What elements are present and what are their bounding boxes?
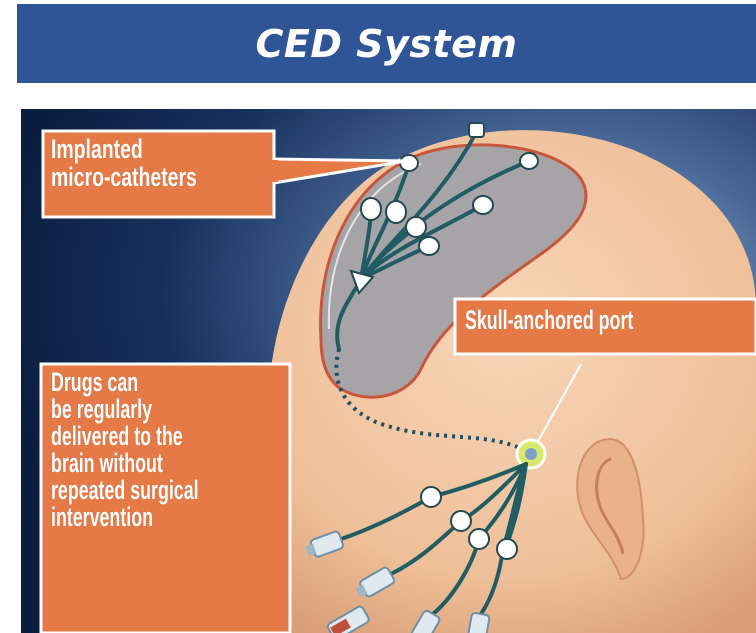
drugs-label-line: brain without	[51, 450, 199, 477]
white-node-icon	[361, 198, 381, 220]
drugs-label: Drugs can be regularly delivered to the …	[51, 369, 199, 531]
drugs-label-line: Drugs can	[51, 369, 199, 396]
white-node-icon	[386, 201, 406, 223]
page-title: CED System	[256, 22, 518, 66]
white-node-icon	[451, 511, 471, 531]
white-node-icon	[406, 217, 426, 237]
catheters-label-line: micro-catheters	[51, 164, 197, 192]
white-node-icon	[469, 529, 489, 549]
white-node-icon	[497, 539, 517, 559]
port-icon-core	[525, 448, 537, 460]
catheters-label-line: Implanted	[51, 136, 197, 164]
drugs-label-line: repeated surgical	[51, 477, 199, 504]
title-bar: CED System	[17, 4, 756, 83]
white-node-icon	[469, 123, 484, 137]
port-label-line: Skull-anchored port	[465, 307, 633, 335]
white-node-icon	[421, 487, 441, 507]
catheters-label: Implanted micro-catheters	[51, 136, 197, 191]
port-label: Skull-anchored port	[465, 307, 633, 335]
white-node-icon	[520, 153, 538, 169]
drugs-label-line: delivered to the	[51, 423, 199, 450]
white-node-icon	[473, 196, 493, 214]
drugs-label-line: intervention	[51, 504, 199, 531]
white-node-icon	[419, 237, 439, 255]
drugs-label-line: be regularly	[51, 396, 199, 423]
